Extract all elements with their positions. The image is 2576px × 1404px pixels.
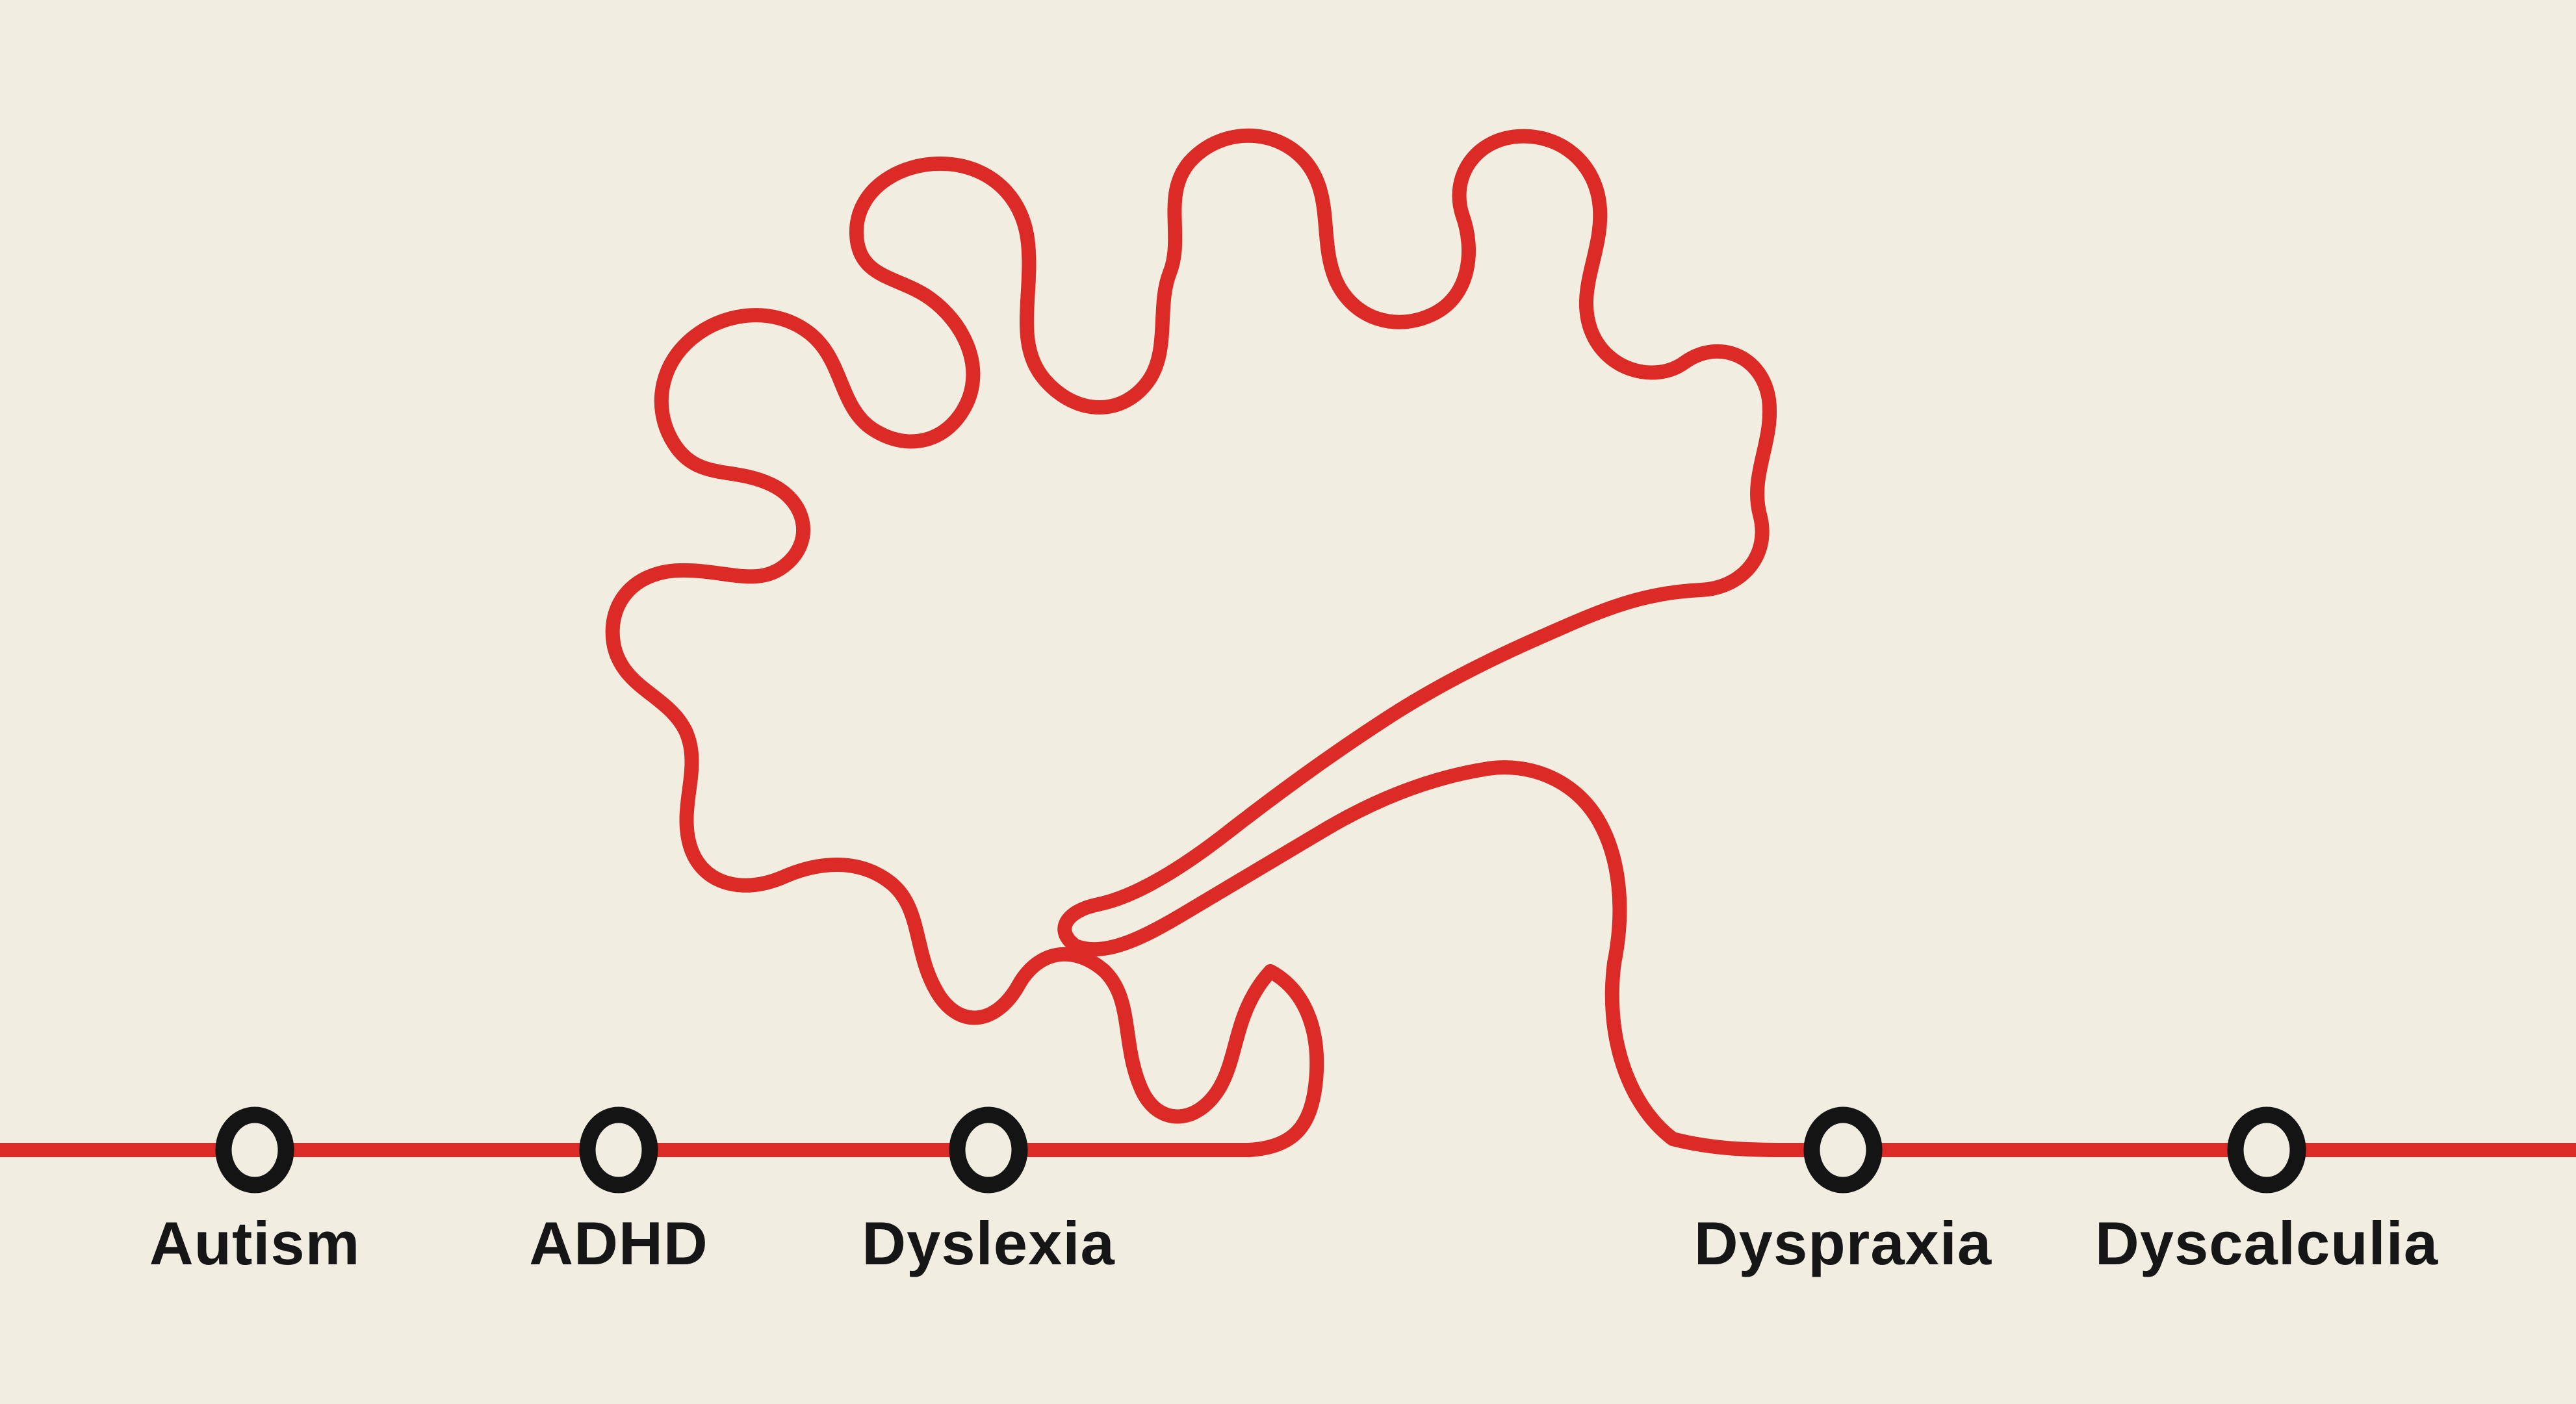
station-marker-dyslexia <box>949 1106 1028 1193</box>
station-label-dyscalculia: Dyscalculia <box>2094 1209 2439 1277</box>
station-label-adhd: ADHD <box>529 1209 708 1277</box>
station-label-autism: Autism <box>149 1209 361 1277</box>
station-marker-adhd <box>579 1106 658 1193</box>
station-marker-dyspraxia <box>1803 1106 1883 1193</box>
station-marker-autism <box>215 1106 294 1193</box>
station-label-dyslexia: Dyslexia <box>862 1209 1115 1277</box>
brain-squiggle-path <box>0 128 2576 1157</box>
station-label-dyspraxia: Dyspraxia <box>1694 1209 1992 1277</box>
station-marker-dyscalculia <box>2227 1106 2306 1193</box>
